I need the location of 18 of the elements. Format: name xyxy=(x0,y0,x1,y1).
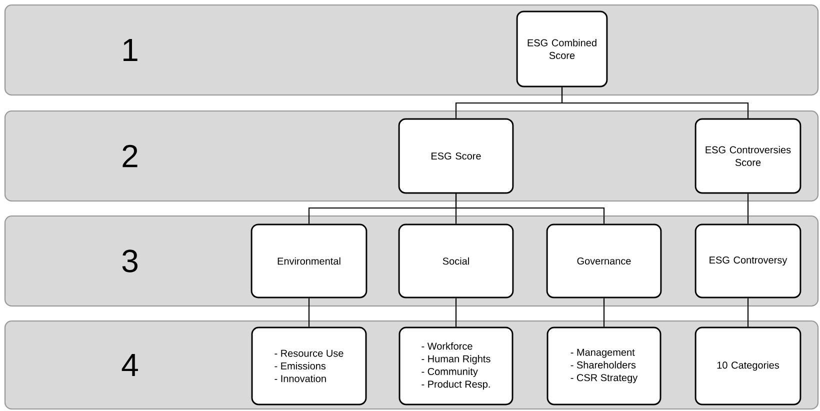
score-box: ESG Score xyxy=(398,118,514,194)
score-box: 10 Categories xyxy=(694,326,802,406)
score-box: Social xyxy=(398,224,514,298)
connector-line xyxy=(455,298,457,327)
connector-line xyxy=(747,298,749,327)
connector-line xyxy=(561,87,749,118)
list-box: - Resource Use - Emissions - Innovation xyxy=(251,326,367,406)
score-box: Governance xyxy=(546,224,662,298)
score-box: ESG Controversy xyxy=(694,224,802,298)
connector-line xyxy=(747,194,749,224)
list-box: - Management - Shareholders - CSR Strategy xyxy=(546,326,662,406)
list-box: - Workforce - Human Rights - Community - Product Resp. xyxy=(398,326,514,406)
score-box: ESG Controversies Score xyxy=(694,118,802,194)
connector-line xyxy=(455,194,605,224)
connector-line xyxy=(603,298,605,327)
score-box: ESG Combined Score xyxy=(516,10,608,88)
score-box: Environmental xyxy=(250,224,368,298)
connector-line xyxy=(308,298,310,327)
